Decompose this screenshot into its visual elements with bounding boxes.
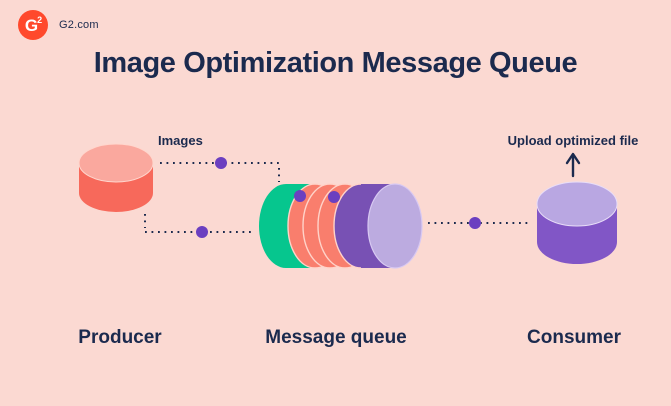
queued-message-dot-2	[328, 191, 340, 203]
producer-label: Producer	[78, 327, 162, 348]
producer-cylinder-top	[78, 143, 154, 183]
consumer-cylinder-top	[536, 181, 618, 227]
message-queue-label: Message queue	[265, 327, 407, 348]
consumer-label: Consumer	[527, 327, 621, 348]
message-dot-right	[469, 217, 481, 229]
consumer-cylinder	[536, 181, 618, 264]
upload-arrow-head	[565, 152, 581, 165]
logo-letter: G	[24, 15, 39, 35]
logo-superscript: 2	[37, 14, 43, 25]
message-dot-bottom	[196, 226, 208, 238]
upload-optimized-file-label: Upload optimized file	[507, 133, 639, 148]
queue-purple-edge	[333, 183, 362, 269]
brand-text: G2.com	[59, 19, 99, 31]
producer-cylinder	[78, 143, 154, 212]
message-dot-top	[215, 157, 227, 169]
queue-front-face	[367, 183, 423, 269]
message-queue-cylinder	[259, 183, 423, 269]
page-title: Image Optimization Message Queue	[93, 47, 578, 79]
images-label: Images	[158, 133, 203, 148]
queued-message-dot-1	[294, 190, 306, 202]
upload-arrow-icon	[565, 152, 581, 178]
